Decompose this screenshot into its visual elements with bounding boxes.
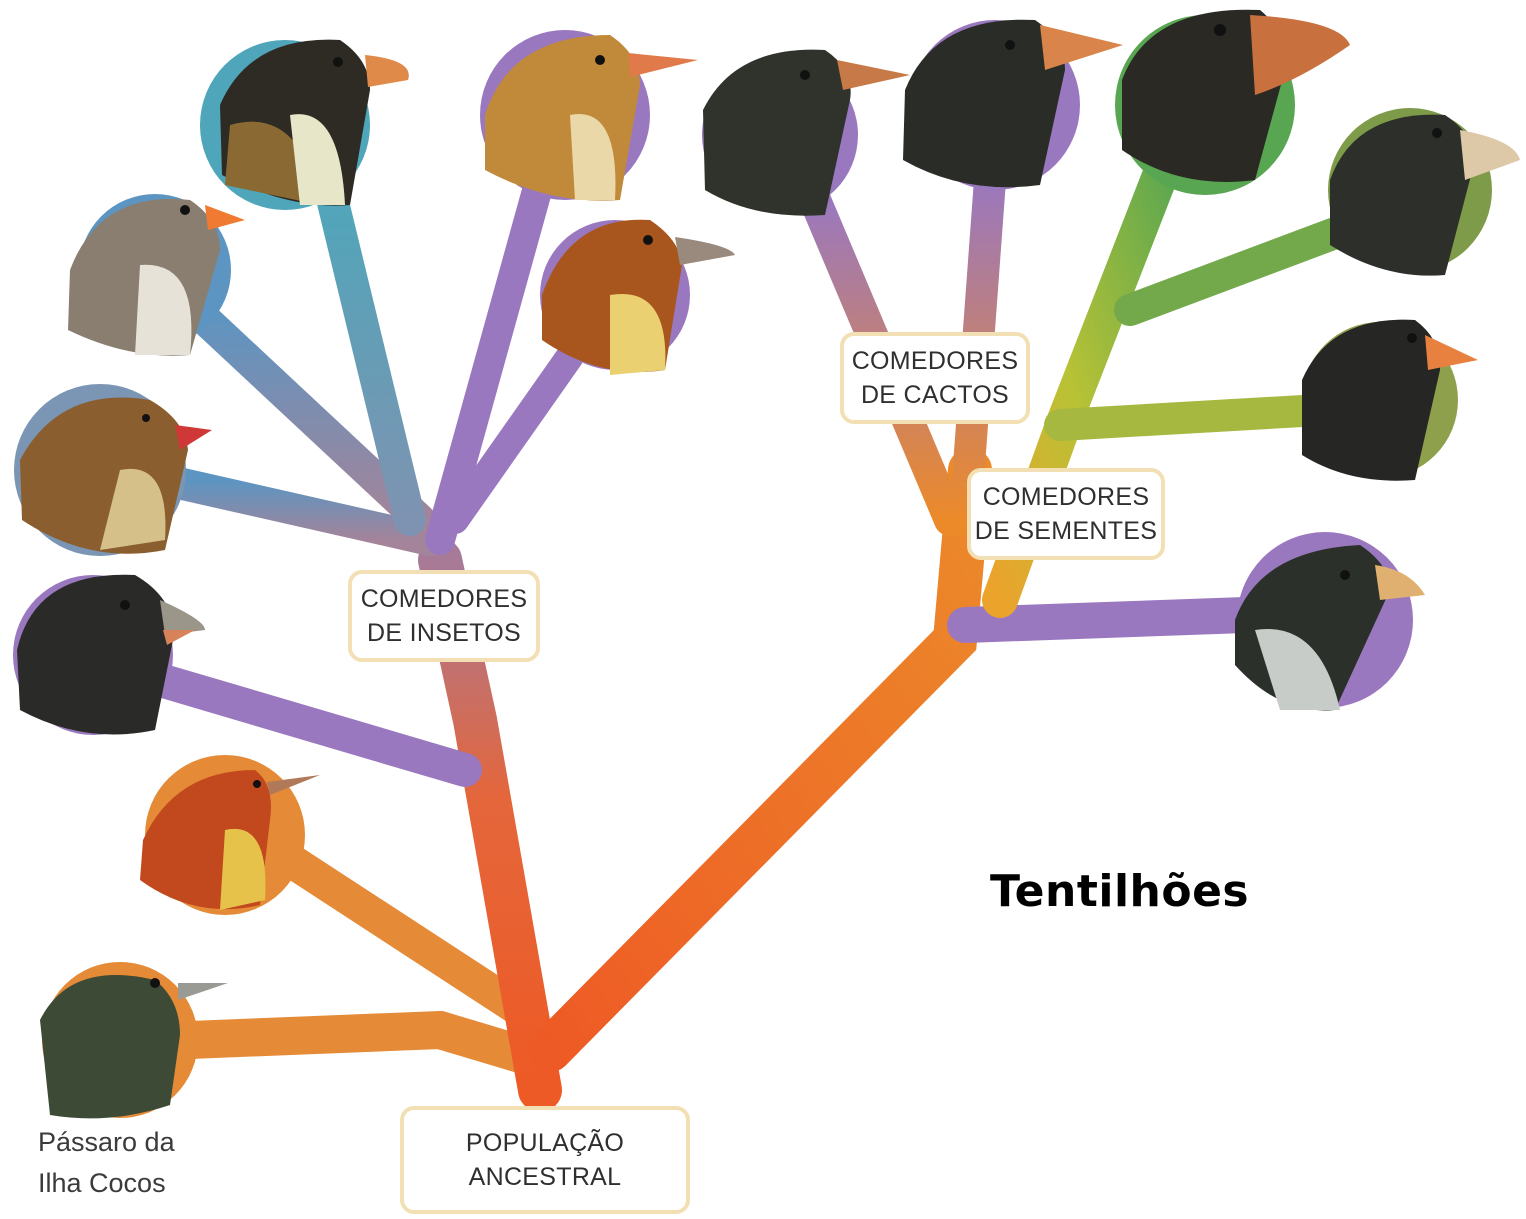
label-seed-eaters: COMEDORES DE SEMENTES <box>967 468 1165 560</box>
label-insetos-line2: DE INSETOS <box>367 616 521 650</box>
label-sementes-line2: DE SEMENTES <box>975 514 1158 548</box>
label-insetos-line1: COMEDORES <box>361 582 528 616</box>
finch-portraits <box>13 10 1520 1119</box>
label-cactus-eaters: COMEDORES DE CACTOS <box>840 332 1030 424</box>
trunk-right <box>550 470 970 1050</box>
caption-cocos-island-bird: Pássaro da Ilha Cocos <box>38 1122 175 1204</box>
label-insect-eaters: COMEDORES DE INSETOS <box>348 570 540 662</box>
label-ancestral-line1: POPULAÇÃO <box>466 1126 624 1160</box>
caption-line1: Pássaro da <box>38 1122 175 1163</box>
caption-line2: Ilha Cocos <box>38 1163 175 1204</box>
label-ancestral-population: POPULAÇÃO ANCESTRAL <box>400 1106 690 1214</box>
bird-green-1 <box>1122 10 1350 182</box>
bird-cactus-1 <box>703 50 910 216</box>
label-ancestral-line2: ANCESTRAL <box>469 1160 622 1194</box>
branch-cocos <box>190 1030 540 1060</box>
label-sementes-line1: COMEDORES <box>983 480 1150 514</box>
diagram-title: Tentilhões <box>990 866 1249 917</box>
label-cactos-line2: DE CACTOS <box>861 378 1009 412</box>
label-cactos-line1: COMEDORES <box>852 344 1019 378</box>
branch-green-3 <box>1060 410 1320 425</box>
branch-purple-left <box>160 680 465 770</box>
tree-branches <box>160 150 1370 1090</box>
